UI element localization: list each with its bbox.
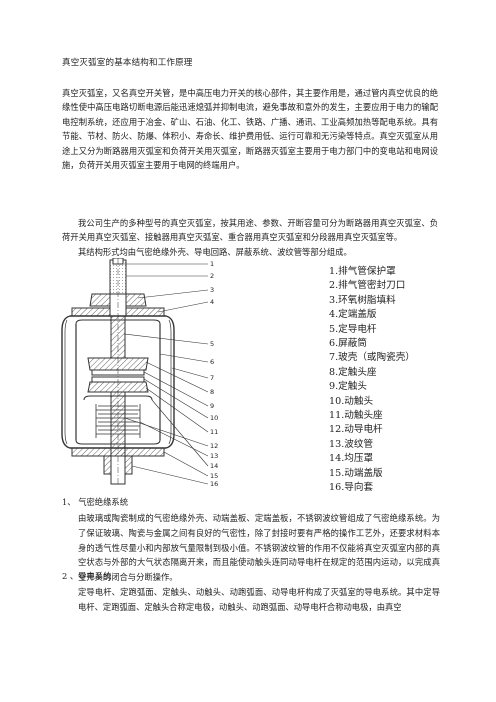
legend-item: 2.排气管密封刀口 bbox=[329, 280, 406, 292]
legend-item: 4.定端盖版 bbox=[329, 309, 377, 321]
callout-11: 11 bbox=[210, 428, 218, 436]
document-title: 真空灭弧室的基本结构和工作原理 bbox=[62, 58, 193, 68]
callout-12: 12 bbox=[210, 442, 218, 450]
legend-item: 3.环氧树脂填料 bbox=[329, 294, 396, 306]
section-heading-insulation: 1、 气密绝缘系统 bbox=[62, 497, 128, 507]
structure-paragraph: 其结构形式均由气密绝缘外壳、导电回路、屏蔽系统、波纹管等部分组成。 bbox=[78, 247, 352, 257]
callout-7: 7 bbox=[210, 374, 214, 382]
legend-item: 9.定触头 bbox=[329, 381, 367, 393]
callout-6: 6 bbox=[210, 358, 214, 366]
legend-item: 10.动触头 bbox=[329, 395, 374, 407]
fixed-contact bbox=[87, 357, 149, 371]
callout-1: 1 bbox=[210, 260, 214, 268]
legend-item: 13.波纹管 bbox=[329, 438, 374, 450]
callout-5: 5 bbox=[210, 340, 214, 348]
callout-13: 13 bbox=[210, 452, 218, 460]
legend-item: 12.动导电杆 bbox=[329, 424, 383, 436]
section-body-conductive: 定导电杆、定跑弧面、定触头、动触头、动跑弧面、动导电杆构成了灭弧室的导电系统。其… bbox=[78, 587, 440, 612]
callout-8: 8 bbox=[210, 388, 214, 396]
callout-4: 4 bbox=[210, 298, 214, 306]
legend-item: 5.定导电杆 bbox=[329, 323, 377, 335]
callout-2: 2 bbox=[210, 272, 214, 280]
legend-item: 8.定触头座 bbox=[329, 366, 377, 378]
section-heading-conductive: 2 、导电系统 bbox=[62, 571, 112, 581]
callout-10: 10 bbox=[210, 414, 218, 422]
section-body-insulation: 由玻璃或陶瓷制成的气密绝缘外壳、动端盖板、定端盖板，不锈钢波纹管组成了气密绝缘系… bbox=[78, 513, 440, 583]
legend-item: 11.动触头座 bbox=[329, 410, 383, 422]
legend-item: 14.均压罩 bbox=[329, 453, 374, 465]
legend-item: 1.排气管保护罩 bbox=[329, 266, 396, 277]
legend-item: 15.动端盖版 bbox=[329, 467, 383, 479]
vacuum-interrupter-diagram: 1 2 3 4 5 6 7 8 9 10 11 12 13 14 15 16 bbox=[61, 258, 218, 486]
product-paragraph: 我公司生产的多种型号的真空灭弧室，按其用途、参数、开断容量可分为断路器用真空灭弧… bbox=[62, 218, 438, 243]
intro-paragraph: 真空灭弧室，又名真空开关管，是中高压电力开关的核心部件，其主要作用是，通过管内真… bbox=[62, 88, 438, 171]
callout-9: 9 bbox=[210, 402, 214, 410]
glass-envelope bbox=[61, 315, 175, 449]
legend-item: 16.导向套 bbox=[329, 482, 374, 494]
legend-item: 7.玻壳（或陶瓷壳） bbox=[329, 352, 415, 364]
callout-15: 15 bbox=[210, 472, 218, 480]
callout-16: 16 bbox=[210, 480, 218, 486]
callout-3: 3 bbox=[210, 286, 214, 294]
legend-item: 6.屏蔽筒 bbox=[329, 338, 367, 350]
figure-legend: 1.排气管保护罩 2.排气管密封刀口 3.环氧树脂填料 4.定端盖版 5.定导电… bbox=[329, 265, 415, 496]
callout-14: 14 bbox=[210, 462, 218, 470]
shield-cylinder bbox=[75, 324, 161, 440]
moving-end-plate bbox=[71, 447, 165, 457]
